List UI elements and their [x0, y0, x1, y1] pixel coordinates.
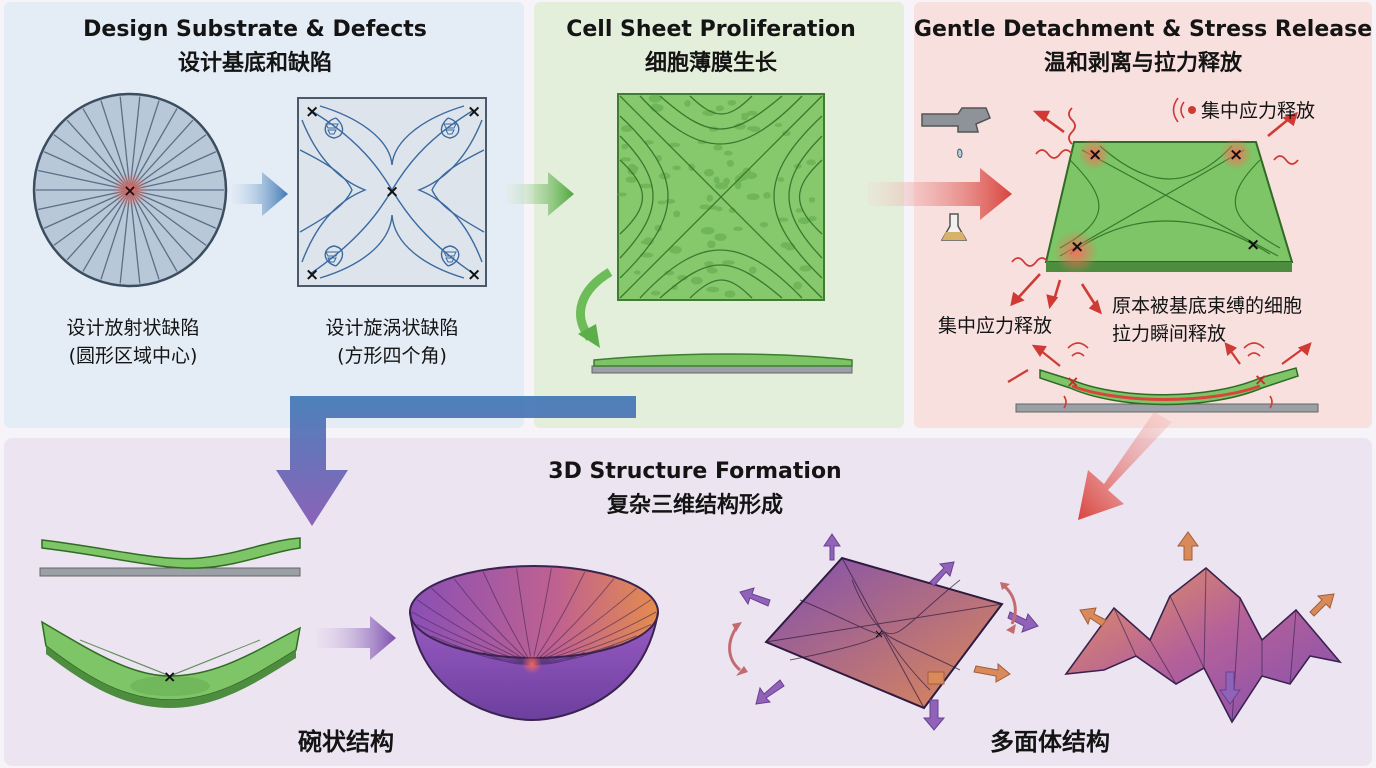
pipette-tool-icon: [921, 107, 991, 158]
defect-x-icon: ×: [385, 182, 399, 202]
defect-x-icon: ×: [305, 102, 319, 122]
detach-title-en: Gentle Detachment & Stress Release: [914, 17, 1372, 42]
flask-icon: [940, 213, 968, 241]
defect-x-icon: ×: [305, 265, 319, 285]
release-note-2: 拉力瞬间释放: [1112, 323, 1226, 345]
signal-dot-icon: [1172, 97, 1196, 123]
stress-label-top: 集中应力释放: [1201, 100, 1315, 122]
vortex-defect-square: × × × × ×: [297, 97, 487, 287]
defect-x-icon: ×: [1229, 145, 1243, 165]
defect-x-icon: ×: [1066, 372, 1079, 391]
defect-x-icon: ×: [123, 181, 136, 200]
radial-caption-2: (圆形区域中心): [69, 345, 198, 367]
curling-sheet-side-view: × ×: [1007, 342, 1319, 413]
polyhedron-sheet: ×: [728, 533, 1039, 731]
defect-x-icon: ×: [874, 627, 884, 641]
vortex-caption-1: 设计旋涡状缺陷: [325, 317, 458, 339]
arrow-to-cell-sheet: [506, 172, 574, 216]
arrow-design-to-formation: [276, 396, 636, 526]
origami-structure: [1064, 531, 1343, 724]
formation-title-zh: 复杂三维结构形成: [606, 492, 783, 518]
curved-sheet: ×: [40, 620, 302, 708]
sheet-on-substrate: [591, 353, 853, 374]
stress-label-left: 集中应力释放: [938, 315, 1052, 337]
defect-x-icon: ×: [1070, 237, 1084, 257]
arrow-to-bowl: [316, 616, 396, 660]
stress-release-arrows: [1010, 110, 1298, 315]
bowl-caption: 碗状结构: [298, 728, 394, 756]
radial-defect-disk: ×: [32, 92, 228, 288]
defect-x-icon: ×: [467, 265, 481, 285]
arrow-to-detachment: [868, 168, 1012, 220]
release-note-1: 原本被基底束缚的细胞: [1112, 295, 1302, 317]
defect-x-icon: ×: [1254, 370, 1267, 389]
radial-caption-1: 设计放射状缺陷: [66, 317, 199, 339]
defect-x-icon: ×: [467, 102, 481, 122]
cell-sheet-square: [617, 93, 825, 301]
formation-title-en: 3D Structure Formation: [548, 459, 841, 484]
vortex-caption-2: (方形四个角): [337, 345, 447, 367]
polyhedron-caption: 多面体结构: [990, 728, 1110, 756]
flat-sheet-on-substrate: [39, 537, 301, 577]
growth-title-zh: 细胞薄膜生长: [645, 50, 778, 76]
defect-x-icon: ×: [1088, 145, 1102, 165]
arrow-detach-to-formation: [1078, 412, 1172, 520]
growth-title-en: Cell Sheet Proliferation: [566, 17, 856, 42]
formation-panel: [4, 438, 1372, 766]
defect-x-icon: ×: [1246, 235, 1260, 255]
detach-title-zh: 温和剥离与拉力释放: [1044, 50, 1243, 76]
arrow-disk-to-square: [232, 172, 288, 216]
design-title-en: Design Substrate & Defects: [83, 17, 427, 42]
detached-sheet: × × × ×: [1044, 138, 1294, 274]
design-title-zh: 设计基底和缺陷: [178, 50, 332, 76]
defect-x-icon: ×: [163, 667, 176, 686]
bowl-structure: [409, 565, 659, 722]
vibration-squiggles: [1011, 107, 1299, 267]
